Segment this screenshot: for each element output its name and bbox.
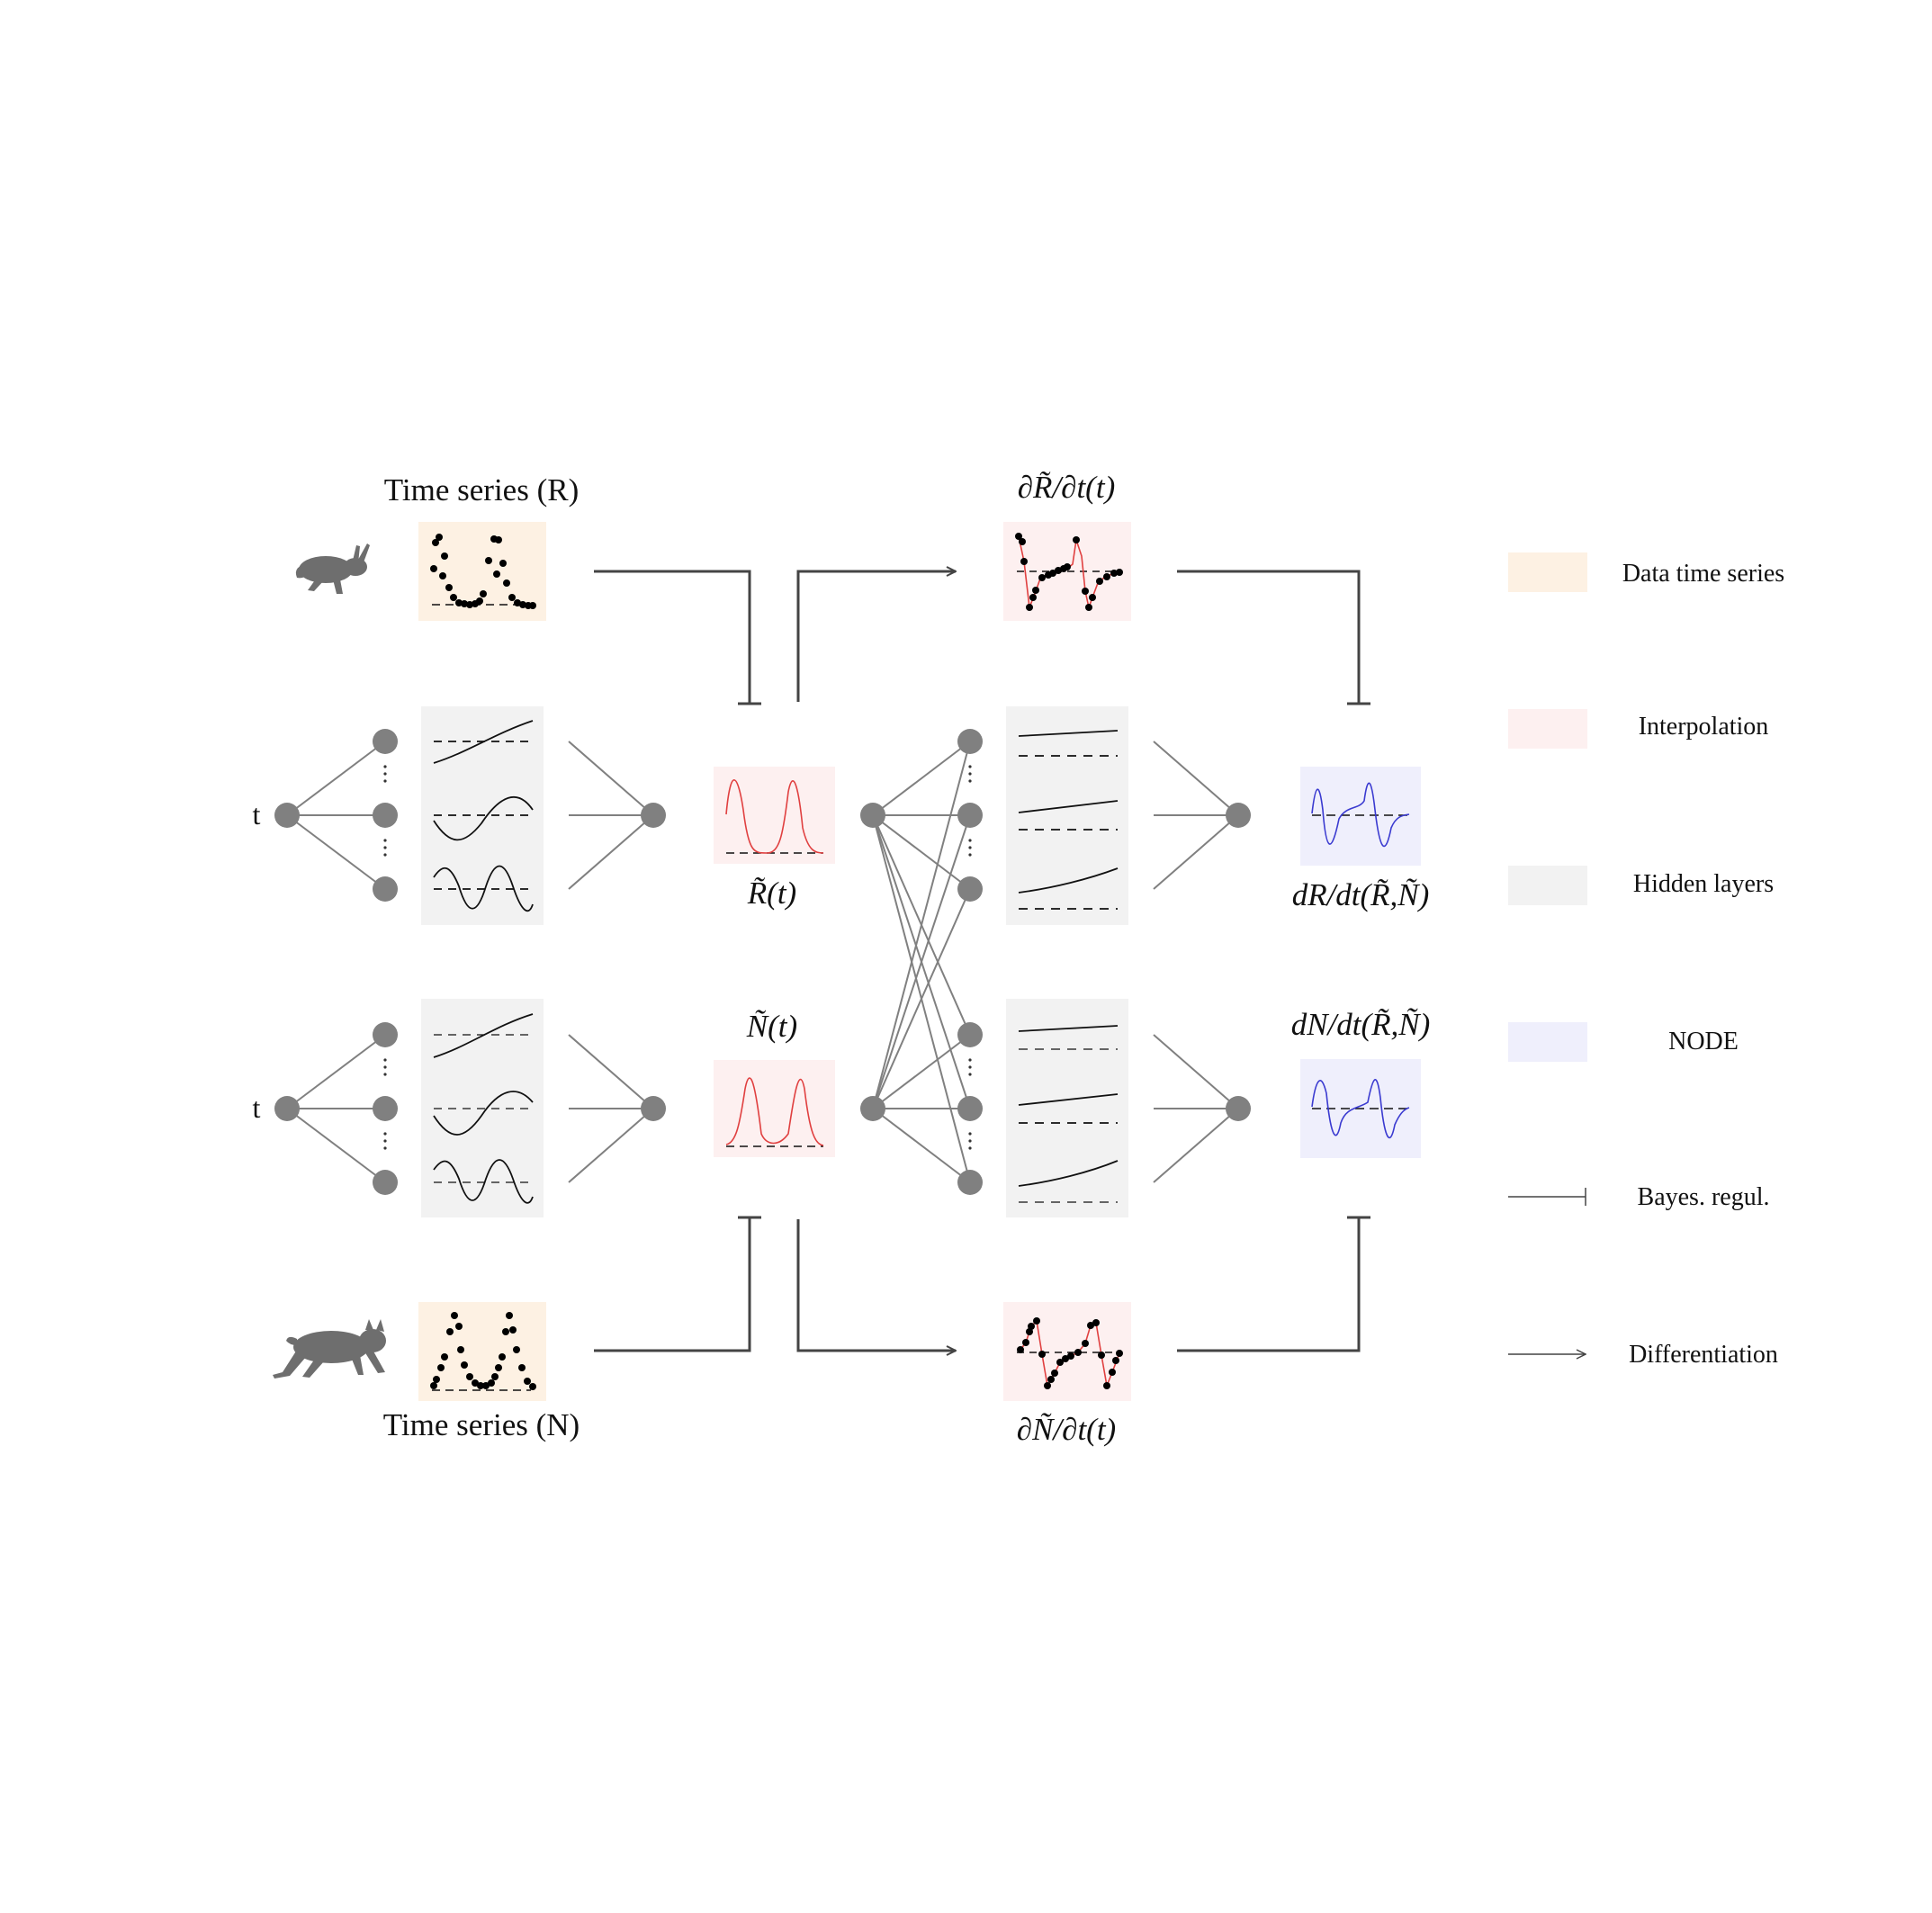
hidden-curves-right bbox=[1018, 730, 1119, 1203]
neurons bbox=[274, 729, 1251, 1195]
label-dn-partial: ∂Ñ/∂t(t) bbox=[1017, 1412, 1116, 1447]
legend-label-diff: Differentiation bbox=[1629, 1341, 1778, 1369]
node-output-r bbox=[1226, 803, 1251, 828]
node-input-n bbox=[860, 1096, 885, 1121]
hare-silhouette-icon bbox=[295, 543, 370, 594]
interp-panel-r bbox=[714, 767, 835, 864]
lynx-silhouette-icon bbox=[273, 1319, 386, 1379]
label-n-tilde: Ñ(t) bbox=[746, 1009, 797, 1044]
hidden-node bbox=[957, 729, 983, 754]
data-dots-r bbox=[430, 534, 536, 609]
legend: Data time series Interpolation Hidden la… bbox=[1508, 552, 1784, 1369]
label-time-series-r: Time series (R) bbox=[384, 472, 579, 507]
node-output-n bbox=[1226, 1096, 1251, 1121]
deriv-plot-r bbox=[1015, 533, 1123, 611]
output-node-r bbox=[641, 803, 666, 828]
legend-label-hidden: Hidden layers bbox=[1633, 870, 1774, 898]
edges-right bbox=[872, 741, 1239, 1183]
label-dr-partial: ∂R̃/∂t(t) bbox=[1018, 470, 1115, 505]
label-time-series-n: Time series (N) bbox=[383, 1407, 580, 1442]
hidden-node bbox=[957, 803, 983, 828]
node-curves bbox=[1311, 782, 1410, 1139]
deriv-plot-n bbox=[1017, 1317, 1123, 1389]
input-node-n bbox=[274, 1096, 300, 1121]
hidden-panel-r-right bbox=[1006, 706, 1128, 925]
hidden-node bbox=[373, 1096, 398, 1121]
legend-bayes-regul-icon bbox=[1508, 1188, 1586, 1206]
hidden-node bbox=[957, 1096, 983, 1121]
legend-label-data: Data time series bbox=[1622, 560, 1784, 588]
data-dots-n bbox=[430, 1312, 536, 1391]
hidden-node bbox=[373, 729, 398, 754]
hidden-curves-left bbox=[433, 720, 534, 1204]
flow-connectors bbox=[594, 571, 1370, 1351]
hidden-node bbox=[373, 876, 398, 902]
legend-swatch-interp bbox=[1508, 709, 1587, 749]
hidden-node bbox=[957, 876, 983, 902]
ellipsis-dots bbox=[383, 765, 972, 1150]
edges-left bbox=[286, 741, 654, 1183]
label-input-t-r: t bbox=[253, 798, 261, 831]
node-input-r bbox=[860, 803, 885, 828]
hidden-node bbox=[373, 803, 398, 828]
label-input-t-n: t bbox=[253, 1091, 261, 1124]
interp-panel-n bbox=[714, 1060, 835, 1157]
hidden-node bbox=[957, 1022, 983, 1047]
label-r-tilde: R̃(t) bbox=[747, 876, 796, 911]
hidden-node bbox=[957, 1170, 983, 1195]
input-node-r bbox=[274, 803, 300, 828]
legend-swatch-node bbox=[1508, 1022, 1587, 1062]
label-node-n: dN/dt(R̃,Ñ) bbox=[1291, 1007, 1431, 1042]
legend-label-node: NODE bbox=[1668, 1028, 1739, 1055]
interp-curves bbox=[725, 779, 824, 1147]
label-node-r: dR/dt(R̃,Ñ) bbox=[1292, 877, 1430, 912]
hidden-panel-n-right bbox=[1006, 999, 1128, 1217]
hidden-node bbox=[373, 1022, 398, 1047]
hidden-node bbox=[373, 1170, 398, 1195]
legend-swatch-data bbox=[1508, 552, 1587, 592]
legend-label-interp: Interpolation bbox=[1639, 713, 1769, 741]
output-node-n bbox=[641, 1096, 666, 1121]
legend-label-bayes: Bayes. regul. bbox=[1638, 1183, 1770, 1211]
legend-swatch-hidden bbox=[1508, 866, 1587, 905]
